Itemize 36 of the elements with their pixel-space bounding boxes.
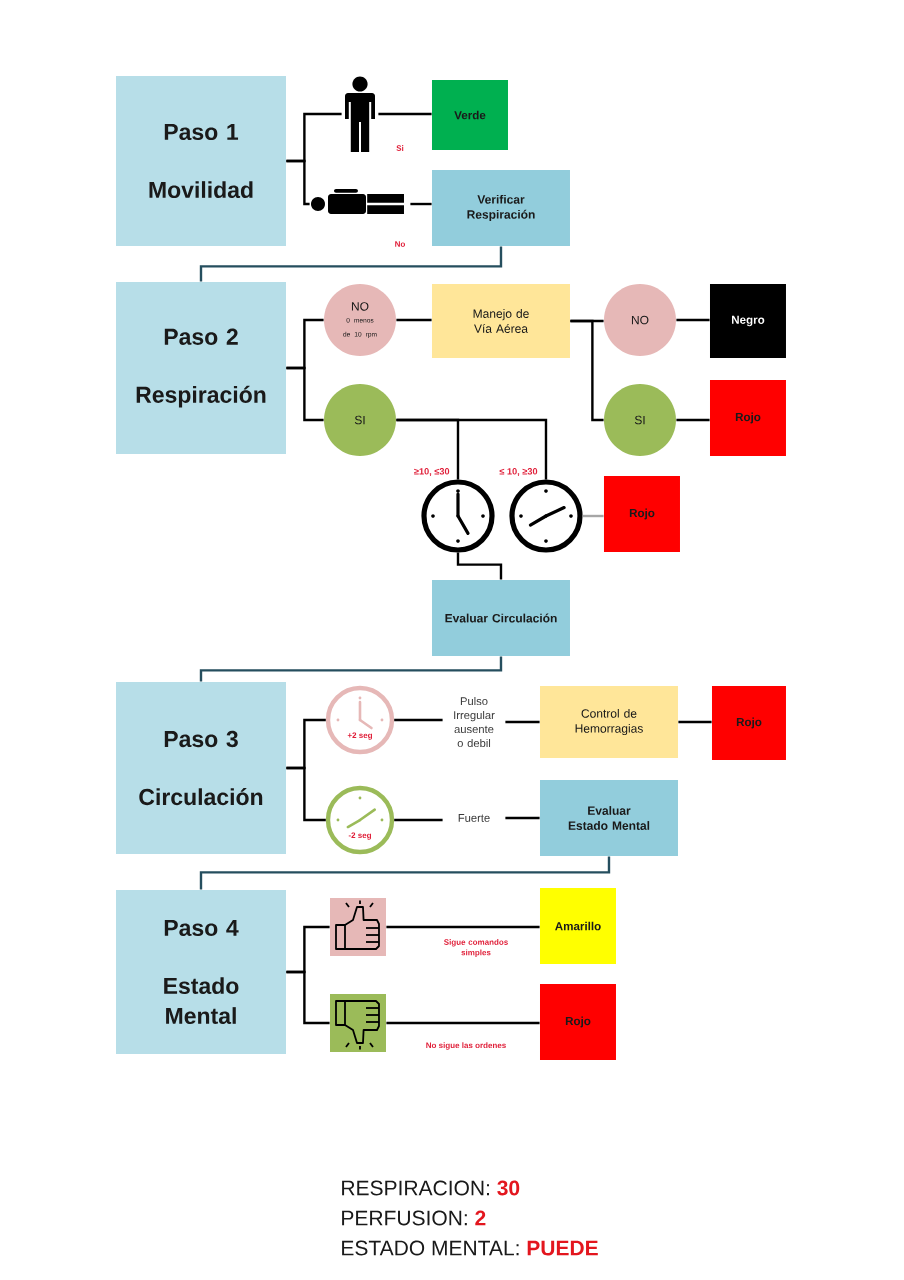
thumbs-up-icon [330,898,386,956]
connector-line [676,318,710,322]
step-box: Paso 3 Circulación [116,682,286,854]
connector-line [386,1021,540,1025]
clock-icon [509,479,583,553]
connector-line [456,552,503,580]
summary-line: PERFUSION: 2 [342,1210,486,1226]
person-icon [311,189,404,214]
connector-line [394,818,443,822]
connector-line [396,318,432,322]
connector-line [505,720,540,724]
summary-line: ESTADO MENTAL: PUEDE [342,1240,598,1256]
connector-line [286,970,330,1025]
step-box: Paso 4 Estado Mental [116,890,286,1054]
connector-line [570,319,604,422]
connector-line [286,366,324,422]
connector-line [199,656,503,682]
connector-line [505,816,540,820]
connector-line [394,718,443,722]
step-box: Paso 2 Respiración [116,282,286,454]
connector-line [396,418,548,480]
thumbs-down-icon [330,994,386,1052]
connector-line [676,418,710,422]
connector-line [678,720,712,724]
clock-icon [421,479,495,553]
summary-line: RESPIRACION: 30 [342,1180,520,1196]
connector-line [199,246,503,282]
step-box: Paso 1 Movilidad [116,76,286,246]
connector-line [199,856,611,890]
connector-line [378,112,432,116]
connector-line [286,159,310,206]
person-icon [345,76,375,152]
connector-line [286,766,326,822]
connector-line [582,514,604,518]
connector-line [410,202,432,206]
connector-line [386,925,540,929]
